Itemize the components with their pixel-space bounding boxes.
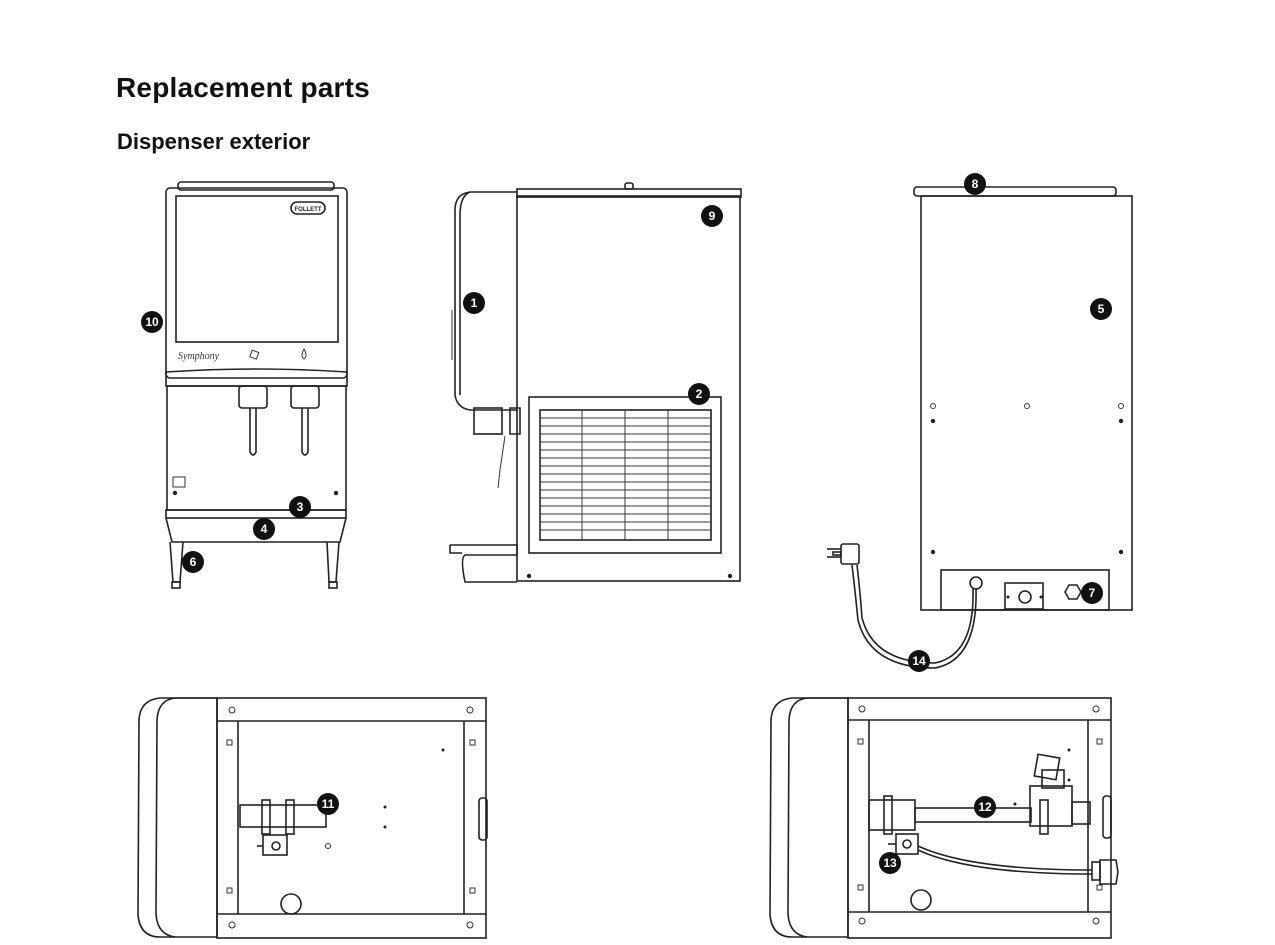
svg-text:8: 8 <box>972 177 979 191</box>
left-chassis <box>216 697 487 939</box>
power-plug <box>840 543 860 565</box>
ice-cube-icon <box>249 349 260 360</box>
side-lid-knob <box>624 182 634 190</box>
top-view-left <box>137 697 488 939</box>
top-view-right <box>769 697 1119 939</box>
right-valve-body <box>895 833 919 855</box>
svg-text:5: 5 <box>1098 302 1105 316</box>
front-drip-tray-lip <box>165 509 347 519</box>
power-cord-grommet <box>969 576 983 590</box>
callout-2: 2 <box>688 383 710 405</box>
right-drain-hole <box>910 889 932 911</box>
front-upper-band <box>165 368 348 387</box>
section-title: Dispenser exterior <box>117 129 311 154</box>
side-bezel-inner <box>459 191 471 395</box>
drain-hole <box>280 893 302 915</box>
svg-text:7: 7 <box>1089 586 1096 600</box>
water-line <box>917 845 1093 871</box>
svg-text:11: 11 <box>322 797 335 811</box>
right-tube <box>914 807 1032 823</box>
callout-9: 9 <box>701 205 723 227</box>
callout-4: 4 <box>253 518 275 540</box>
left-valve-body <box>262 834 288 856</box>
callout-13: 13 <box>879 852 901 874</box>
model-script: Symphony <box>178 351 220 362</box>
water-fitting <box>1064 584 1082 600</box>
side-cabinet <box>516 195 741 582</box>
front-drip-tray <box>165 517 347 543</box>
front-sensor <box>172 476 186 488</box>
svg-text:10: 10 <box>145 315 159 329</box>
water-drop-icon <box>301 347 307 360</box>
grille-louvers <box>540 410 711 540</box>
callout-1: 1 <box>463 292 485 314</box>
svg-text:6: 6 <box>190 555 197 569</box>
svg-text:4: 4 <box>261 522 268 536</box>
left-bezel <box>137 697 218 938</box>
side-grille-frame <box>528 396 722 554</box>
ice-nozzle <box>249 408 257 456</box>
callout-6: 6 <box>182 551 204 573</box>
svg-text:12: 12 <box>978 800 992 814</box>
callout-12: 12 <box>974 796 996 818</box>
ice-chute <box>238 385 268 409</box>
brand-logo-text: FOLLETT <box>295 207 322 213</box>
callout-8: 8 <box>964 173 986 195</box>
rear-top-lid <box>913 186 1117 197</box>
svg-text:14: 14 <box>912 654 926 668</box>
right-bezel <box>769 697 849 938</box>
left-valve-tube <box>239 804 327 828</box>
water-chute <box>290 385 320 409</box>
svg-text:1: 1 <box>471 296 478 310</box>
inlet-fitting <box>1099 859 1119 885</box>
callout-10: 10 <box>141 311 163 333</box>
svg-text:3: 3 <box>297 500 304 514</box>
front-panel <box>175 195 339 343</box>
callout-14: 14 <box>908 650 930 672</box>
callout-11: 11 <box>317 793 339 815</box>
front-top-lid <box>177 181 335 191</box>
front-leg-left <box>169 541 184 583</box>
water-nozzle <box>301 408 309 456</box>
front-leg-right <box>326 541 340 583</box>
power-cord <box>851 564 977 669</box>
side-front-bezel <box>454 191 517 411</box>
front-foot-left <box>171 581 181 589</box>
svg-text:9: 9 <box>709 209 716 223</box>
front-upper-housing <box>165 187 348 379</box>
callout-5: 5 <box>1090 298 1112 320</box>
svg-text:13: 13 <box>883 856 897 870</box>
side-nozzle-housing <box>473 407 503 435</box>
water-inlet-plate <box>1004 582 1044 610</box>
rear-utility-box <box>940 569 1110 611</box>
rear-view <box>827 186 1133 669</box>
callout-3: 3 <box>289 496 311 518</box>
side-drip-tray <box>450 544 518 583</box>
brand-logo <box>290 201 326 215</box>
front-foot-right <box>328 581 338 589</box>
svg-text:2: 2 <box>696 387 703 401</box>
callout-7: 7 <box>1081 582 1103 604</box>
page-title: Replacement parts <box>116 72 370 103</box>
front-view: FOLLETT Symphony <box>165 181 348 589</box>
side-view <box>449 182 742 583</box>
solenoid-valve <box>1029 785 1073 827</box>
rear-panel <box>920 195 1133 611</box>
